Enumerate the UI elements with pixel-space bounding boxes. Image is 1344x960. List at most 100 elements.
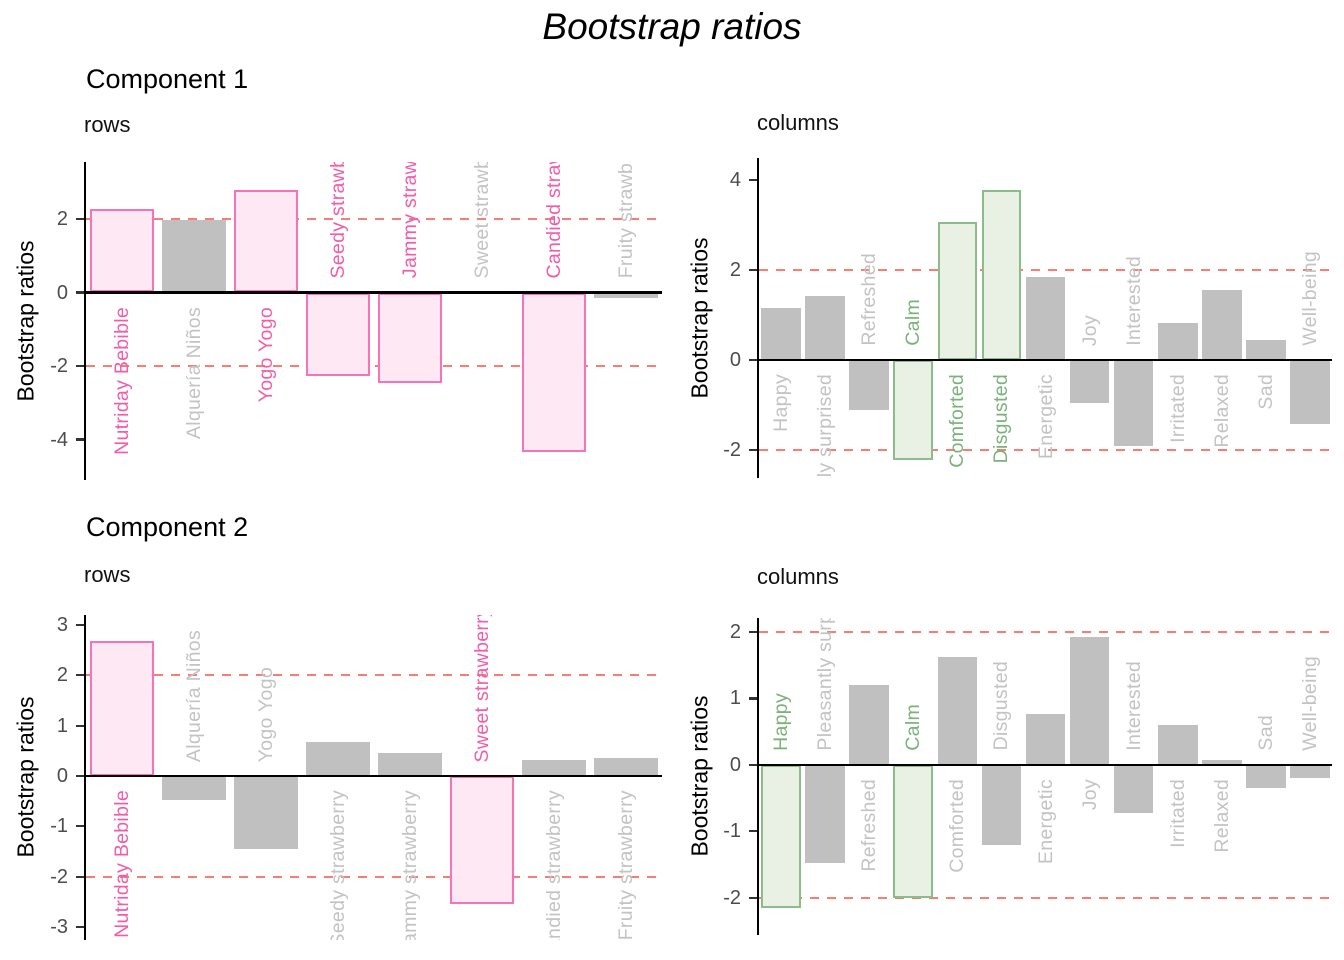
y-tick bbox=[749, 630, 757, 634]
bar-label: Sweet strawberry bbox=[471, 162, 493, 279]
y-tick-label: -2 bbox=[50, 355, 68, 378]
y-tick bbox=[76, 724, 84, 727]
bar bbox=[233, 775, 299, 849]
y-tick bbox=[76, 674, 84, 677]
y-tick-label: -2 bbox=[50, 865, 68, 888]
bar bbox=[893, 764, 934, 898]
y-tick bbox=[76, 623, 84, 627]
panel-subtitle-c2-columns: columns bbox=[757, 564, 839, 589]
bar-label: Well-being bbox=[1298, 656, 1321, 751]
y-tick bbox=[749, 830, 757, 833]
bar-label: Joy bbox=[1078, 314, 1101, 347]
y-tick-label: 2 bbox=[729, 620, 741, 643]
bar bbox=[1290, 764, 1330, 779]
y-tick-label: 0 bbox=[56, 764, 68, 787]
bar bbox=[377, 292, 443, 383]
bar bbox=[233, 189, 299, 293]
y-tick bbox=[749, 896, 757, 899]
threshold-line bbox=[759, 448, 1332, 452]
y-tick-label: 4 bbox=[729, 169, 741, 192]
y-tick bbox=[749, 178, 757, 182]
bar-label: Interested bbox=[1122, 661, 1145, 751]
y-tick bbox=[76, 774, 84, 778]
y-tick bbox=[76, 364, 84, 368]
bar bbox=[521, 759, 587, 776]
threshold-line bbox=[86, 364, 662, 368]
bar bbox=[1113, 764, 1154, 814]
bar-label: Seedy strawberry bbox=[327, 162, 349, 279]
threshold-line bbox=[86, 875, 662, 878]
bar-label: Irritated bbox=[1166, 778, 1189, 848]
bar-label: Pleasantly surprised bbox=[814, 618, 837, 751]
bar-label: Energetic bbox=[1034, 778, 1057, 864]
bar-label: Refreshed bbox=[858, 778, 881, 872]
bar bbox=[593, 292, 659, 298]
bar bbox=[805, 764, 845, 863]
bar bbox=[1069, 360, 1110, 403]
y-tick-label: 2 bbox=[56, 664, 68, 687]
y-tick bbox=[749, 358, 757, 362]
bar bbox=[89, 641, 155, 776]
y-tick-label: 0 bbox=[56, 281, 68, 304]
bar bbox=[805, 295, 845, 361]
y-tick bbox=[76, 217, 84, 221]
y-tick-label: 1 bbox=[56, 714, 68, 737]
bar-label: Happy bbox=[770, 693, 793, 751]
bar-label: Yogo Yogo bbox=[255, 306, 277, 402]
y-tick bbox=[76, 291, 84, 294]
bar bbox=[161, 775, 227, 801]
y-tick bbox=[76, 825, 84, 828]
y-tick-label: -1 bbox=[723, 820, 741, 843]
threshold-line bbox=[86, 217, 662, 221]
panel-subtitle-c1-columns: columns bbox=[757, 110, 839, 135]
y-tick bbox=[76, 925, 84, 928]
y-tick-label: 0 bbox=[729, 753, 741, 776]
bar bbox=[1025, 277, 1066, 361]
y-tick-label: -3 bbox=[50, 915, 68, 938]
bar-label: Calm bbox=[902, 299, 925, 347]
bar bbox=[1025, 713, 1066, 765]
y-tick-label: -2 bbox=[723, 886, 741, 909]
bar-label: Seedy strawberry bbox=[327, 789, 349, 940]
bar-label: Happy bbox=[770, 374, 793, 432]
bar-label: Joy bbox=[1078, 778, 1101, 811]
threshold-line bbox=[759, 630, 1332, 634]
y-tick bbox=[749, 763, 757, 766]
y-tick-label: 2 bbox=[729, 259, 741, 282]
component-1-heading: Component 1 bbox=[86, 64, 249, 94]
bar bbox=[1157, 323, 1198, 361]
bar-label: Candied strawberry bbox=[543, 162, 565, 279]
bar-label: Well-being bbox=[1298, 251, 1321, 347]
bar bbox=[1113, 360, 1154, 447]
bar-label: Relaxed bbox=[1210, 374, 1233, 448]
y-tick bbox=[76, 438, 84, 441]
bar-label: Calm bbox=[902, 704, 925, 751]
zero-axis-line bbox=[759, 763, 1332, 767]
y-tick-label: 3 bbox=[56, 614, 68, 637]
bar-label: Alquería Niños bbox=[183, 629, 205, 762]
bar-label: Nutriday Bebible bbox=[111, 789, 133, 938]
y-tick-label: 2 bbox=[56, 207, 68, 230]
bar bbox=[305, 292, 371, 376]
bar bbox=[377, 753, 443, 776]
bar bbox=[761, 764, 801, 908]
threshold-line bbox=[759, 268, 1332, 272]
bar-label: Disgusted bbox=[990, 374, 1013, 464]
bar-label: Relaxed bbox=[1210, 778, 1233, 853]
bar bbox=[1246, 340, 1286, 361]
bar bbox=[593, 758, 659, 776]
threshold-line bbox=[759, 896, 1332, 899]
bar-label: Nutriday Bebible bbox=[111, 306, 133, 455]
zero-axis-line bbox=[86, 291, 662, 294]
zero-axis-line bbox=[86, 774, 662, 778]
bar-label: Yogo Yogo bbox=[255, 666, 277, 762]
bar-label: Fruity strawberry bbox=[615, 789, 637, 940]
bar bbox=[937, 656, 978, 765]
bar-label: Fruity strawberry bbox=[615, 162, 637, 279]
